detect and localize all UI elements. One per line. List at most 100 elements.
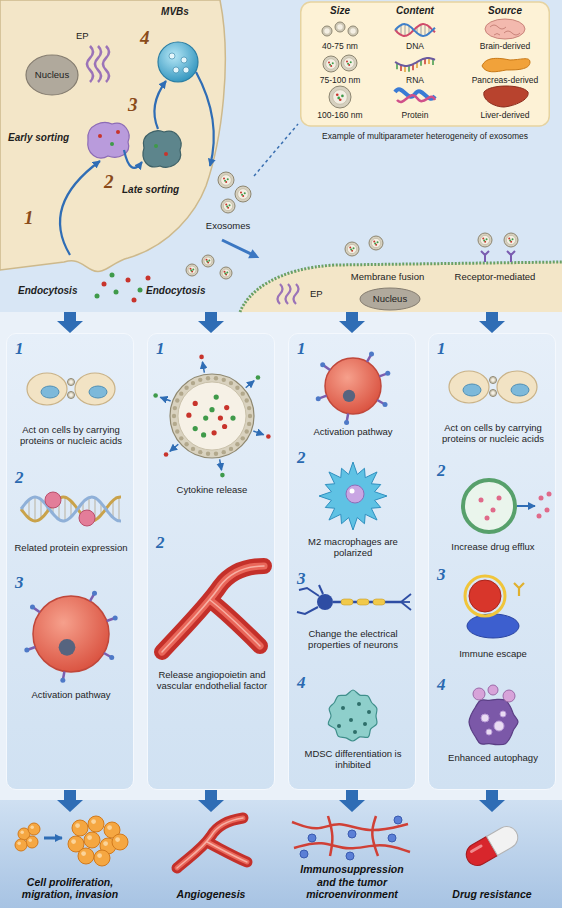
step-number: 3 <box>128 95 142 114</box>
lipid-head <box>179 391 183 395</box>
vessel-network <box>294 843 410 852</box>
autophagosome <box>481 714 489 722</box>
middle-band <box>0 312 562 800</box>
cargo-dot <box>226 206 228 208</box>
granule <box>357 702 361 706</box>
table-cell: Brain-derived <box>463 41 547 51</box>
tumor-cell <box>26 836 38 848</box>
cargo-dot <box>512 238 514 240</box>
tumor-cell <box>94 850 110 866</box>
exosome <box>323 56 339 72</box>
exosome-lumen <box>480 235 489 244</box>
table-cell: 100-160 nm <box>305 110 375 120</box>
macrophage-nucleus <box>346 485 364 503</box>
immune-cell <box>300 850 308 858</box>
exosome <box>335 22 345 32</box>
drug-molecule <box>539 496 544 501</box>
ligand <box>109 655 114 660</box>
growth-arrow <box>44 837 62 840</box>
cargo-dot <box>126 278 131 283</box>
callout-number: 1 <box>297 340 317 357</box>
cytokine <box>153 393 158 398</box>
base-pair <box>421 24 422 35</box>
highlight <box>87 835 92 840</box>
lipid-head <box>173 422 177 426</box>
effect-text: Act on cells by carrying proteins or nuc… <box>13 424 129 447</box>
callout-number: 1 <box>437 340 457 357</box>
cell-nucleus <box>41 386 59 398</box>
neuron-soma <box>317 594 333 610</box>
exosome <box>68 392 75 399</box>
cargo-dot <box>190 269 192 271</box>
table-cell: 40-75 nm <box>305 41 375 51</box>
drug-molecule <box>479 498 484 503</box>
dna-strand <box>21 497 121 521</box>
cargo-dot <box>193 426 198 431</box>
effect-text: Release angiopoietin and vascular endoth… <box>154 669 270 692</box>
cargo-dot <box>374 243 376 245</box>
table-cell: RNA <box>380 75 450 85</box>
immune-cell <box>308 834 316 842</box>
outcome-box: Angiogenesis <box>147 812 275 905</box>
lipid-head <box>184 386 188 390</box>
lipid-head <box>248 414 252 418</box>
dendrite <box>299 588 319 596</box>
receptor <box>507 251 515 262</box>
outcome-box: Drug resistance <box>428 812 556 905</box>
exosome-lumen <box>204 257 212 265</box>
tumor-cell <box>28 823 40 835</box>
lipid-head <box>172 414 176 418</box>
exosome-lumen <box>238 189 249 200</box>
immune-cell <box>394 816 402 824</box>
exosome-membrane <box>341 55 357 71</box>
part-label: EP <box>76 30 98 41</box>
lipid-head <box>173 406 177 410</box>
exosome-lumen <box>188 266 196 274</box>
immune-cell <box>348 830 356 838</box>
blood-vessel <box>207 842 247 862</box>
cargo-dot <box>350 61 352 63</box>
callout-number: 2 <box>297 449 317 466</box>
flow-arrow <box>198 790 224 812</box>
autophagosome <box>486 729 492 735</box>
stage-label: Content <box>380 5 450 17</box>
outcome-label: Immunosuppression and the tumor microenv… <box>291 863 413 901</box>
effect-text: Act on cells by carrying proteins or nuc… <box>435 422 551 445</box>
drug-molecule <box>485 516 490 521</box>
exosome-membrane <box>68 392 75 399</box>
exosome-membrane <box>504 233 518 247</box>
autophagosome <box>500 711 506 717</box>
cargo-dot <box>214 395 219 400</box>
callout-number: 4 <box>437 676 457 693</box>
axon-terminal <box>401 601 410 603</box>
callout-number: 2 <box>156 534 176 551</box>
exosome-membrane <box>490 377 497 384</box>
exosome-membrane <box>322 26 332 36</box>
recipient-cell-body <box>240 262 562 312</box>
highlight <box>350 489 355 494</box>
ligand <box>316 396 321 401</box>
process-arrow <box>124 150 142 168</box>
exosome <box>322 26 332 36</box>
outcome-box: Cell proliferation, migration, invasion <box>6 812 134 905</box>
exosome-membrane <box>478 233 492 247</box>
protein <box>45 492 61 508</box>
cargo-dot <box>114 290 119 295</box>
flow-arrow <box>479 312 505 333</box>
effect-text: Change the electrical properties of neur… <box>295 628 411 651</box>
vessel-lumen <box>210 600 260 646</box>
effect-panel: 1Act on cells by carrying proteins or nu… <box>6 333 134 790</box>
late-endosome <box>143 131 181 167</box>
cargo-dot <box>240 191 242 193</box>
cargo-dot <box>132 298 137 303</box>
exosome <box>504 233 518 247</box>
autophagosome <box>494 721 504 731</box>
endoplasmic-reticulum <box>95 46 101 82</box>
top-band: MVBs4EPNucleusEarly sorting23Late sortin… <box>0 0 562 312</box>
activated-cell <box>33 596 109 672</box>
effect-text: Activation pathway <box>13 689 129 700</box>
cell-nucleus <box>463 384 481 396</box>
exosome-lumen <box>222 269 230 277</box>
brain-gyrus <box>504 31 520 35</box>
stage-label: Early sorting <box>8 132 82 144</box>
